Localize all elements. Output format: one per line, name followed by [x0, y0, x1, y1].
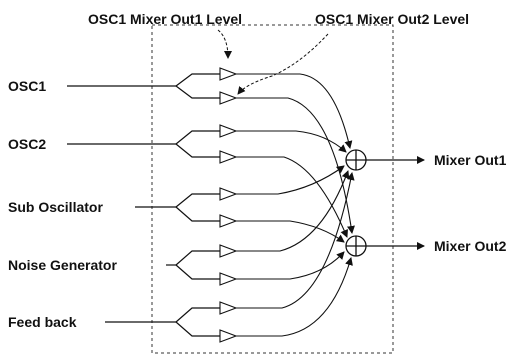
osc2-split	[175, 130, 220, 158]
level-pointers	[217, 29, 329, 95]
sub-out2-amp-triangle	[219, 214, 238, 228]
osc1-out1-level-label: OSC1 Mixer Out1 Level	[88, 11, 243, 27]
input-label-osc1: OSC1	[8, 78, 47, 94]
sub-to-out2-wire	[236, 220, 345, 243]
osc2-out2-amp-triangle	[219, 150, 238, 164]
osc1-out2-amp-triangle	[219, 91, 238, 105]
input-label-sub-oscillator: Sub Oscillator	[8, 199, 103, 215]
mixer-out2-summing-node	[345, 235, 367, 257]
routing-wires	[236, 73, 355, 337]
feedback-out2-amp-triangle	[219, 329, 238, 343]
mixer-out1-summing-node	[345, 149, 367, 171]
mixer-block-boundary	[151, 24, 394, 354]
level-amplifiers	[219, 67, 238, 343]
feedback-to-out2-wire	[236, 257, 353, 337]
input-label-osc2: OSC2	[8, 136, 47, 152]
osc2-out1-amp-triangle	[219, 124, 238, 138]
output-label-mixer-out1: Mixer Out1	[434, 152, 507, 168]
osc2-to-out1-wire	[236, 130, 347, 153]
input-label-feedback: Feed back	[8, 314, 77, 330]
osc1-split	[175, 73, 220, 99]
split-branches	[175, 73, 220, 337]
feedback-out1-amp-triangle	[219, 301, 238, 315]
noise-to-out1-wire	[236, 170, 350, 252]
output-label-mixer-out2: Mixer Out2	[434, 238, 507, 254]
osc1-to-out1-wire	[236, 73, 353, 149]
osc1-out2-level-label: OSC1 Mixer Out2 Level	[315, 11, 470, 27]
out1-level-pointer	[217, 29, 232, 59]
noise-to-out2-wire	[236, 251, 345, 280]
input-label-noise-generator: Noise Generator	[8, 257, 117, 273]
sub-out1-amp-triangle	[219, 187, 238, 201]
osc1-out1-amp-triangle	[219, 67, 238, 81]
out2-level-pointer	[237, 33, 329, 95]
feedback-to-out1-wire	[236, 172, 355, 309]
sub-split	[175, 193, 220, 222]
osc2-to-out2-wire	[236, 156, 348, 238]
noise-out1-amp-triangle	[219, 244, 238, 258]
summing-nodes	[345, 149, 367, 257]
feedback-split	[175, 307, 220, 337]
noise-out2-amp-triangle	[219, 272, 238, 286]
output-wires	[366, 156, 425, 250]
noise-split	[175, 250, 220, 280]
sub-to-out1-wire	[236, 165, 345, 195]
input-wires	[67, 85, 176, 323]
osc1-to-out2-wire	[236, 97, 355, 234]
